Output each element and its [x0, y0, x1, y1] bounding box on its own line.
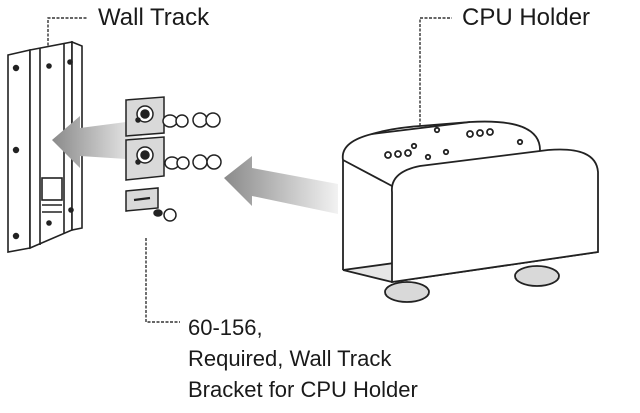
leader-lines — [47, 17, 452, 323]
wall-track-rail — [7, 40, 83, 253]
bracket-hardware — [125, 96, 222, 222]
bracket-label: 60-156, Required, Wall Track Bracket for… — [188, 312, 418, 405]
bracket-label-line-1: 60-156, — [188, 315, 263, 340]
wall-track-label: Wall Track — [98, 4, 210, 31]
arrow-to-wall-track — [52, 116, 142, 168]
cpu-holder-label: CPU Holder — [462, 4, 591, 31]
bracket-label-line-3: Bracket for CPU Holder — [188, 377, 418, 402]
bracket-leader — [145, 238, 180, 323]
arrow-to-bracket — [224, 156, 338, 214]
cpu-holder-leader — [419, 17, 452, 135]
wall-track-leader — [47, 17, 88, 50]
bracket-label-line-2: Required, Wall Track — [188, 346, 392, 371]
cpu-holder — [341, 120, 599, 303]
